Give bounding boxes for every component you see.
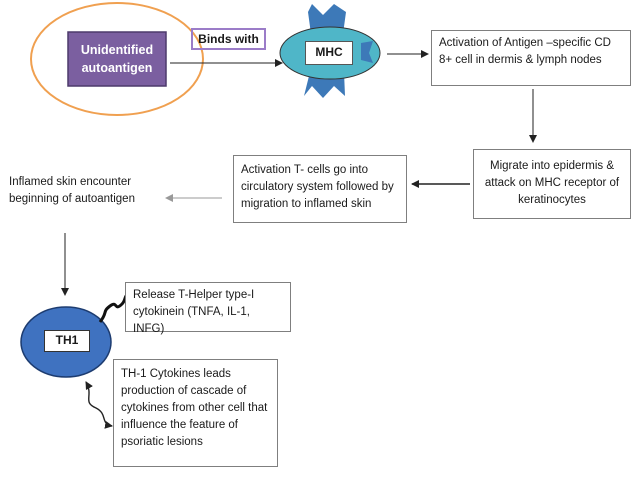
migrate-epidermis-box: Migrate into epidermis & attack on MHC r… bbox=[473, 149, 631, 219]
autoantigen-ring bbox=[30, 2, 204, 116]
th1-label: TH1 bbox=[44, 330, 90, 352]
cascade-box: TH-1 Cytokines leads production of casca… bbox=[113, 359, 278, 467]
squiggle-connector bbox=[98, 292, 129, 323]
activation-cd8-box: Activation of Antigen –specific CD 8+ ce… bbox=[431, 30, 631, 86]
mhc-receptor-right bbox=[361, 41, 373, 63]
mhc-receptor-top bbox=[308, 4, 346, 34]
binds-with-label: Binds with bbox=[191, 28, 266, 50]
autoantigen-box bbox=[67, 31, 167, 87]
double-arrow-th1-cascade bbox=[85, 381, 113, 429]
release-cytokine-box: Release T-Helper type-I cytokinein (TNFA… bbox=[125, 282, 291, 335]
mhc-label: MHC bbox=[305, 41, 353, 65]
autoantigen-label: Unidentified autoantigen bbox=[80, 43, 154, 75]
circulatory-box: Activation T- cells go into circulatory … bbox=[233, 155, 407, 223]
inflamed-skin-box: Inflamed skin encounter beginning of aut… bbox=[2, 170, 162, 220]
